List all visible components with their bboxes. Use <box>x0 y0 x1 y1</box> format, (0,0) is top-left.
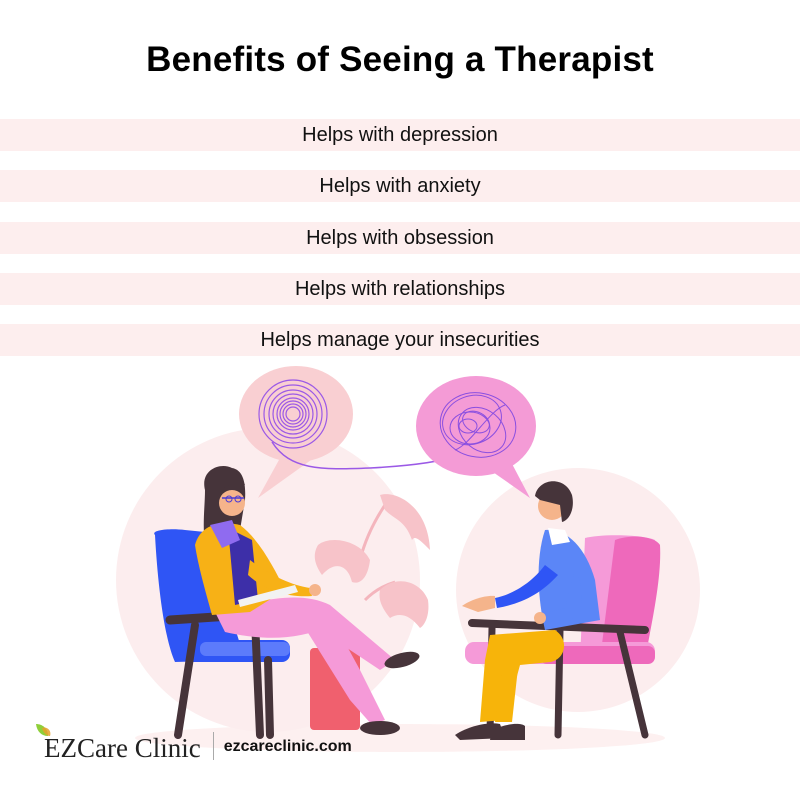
benefit-item: Helps with anxiety <box>0 170 800 202</box>
leaf-icon <box>36 724 51 736</box>
footer-brand: EZCare Clinic ezcareclinic.com <box>34 722 352 762</box>
benefit-item: Helps with obsession <box>0 222 800 254</box>
spiral-icon <box>258 379 328 449</box>
benefit-item: Helps manage your insecurities <box>0 324 800 356</box>
speech-bubble-calm <box>239 366 353 498</box>
page-title: Benefits of Seeing a Therapist <box>146 40 654 79</box>
plant-icon <box>314 494 430 628</box>
therapist-figure <box>195 466 420 735</box>
speech-bubble-tangled <box>416 376 536 498</box>
benefit-label: Helps with depression <box>302 123 498 146</box>
divider <box>212 732 214 760</box>
benefit-label: Helps with obsession <box>306 226 494 249</box>
benefit-label: Helps with relationships <box>294 277 506 300</box>
benefit-label: Helps manage your insecurities <box>260 328 540 351</box>
scribble-icon <box>439 392 517 458</box>
website-link[interactable]: ezcareclinic.com <box>223 738 352 755</box>
benefit-label: Helps with anxiety <box>319 174 481 197</box>
client-figure <box>455 481 600 740</box>
blue-armchair <box>154 529 290 739</box>
therapy-illustration <box>116 366 700 752</box>
brand-name: EZCare Clinic <box>44 733 201 763</box>
benefit-item: Helps with relationships <box>0 273 800 305</box>
benefit-item: Helps with depression <box>0 119 800 151</box>
